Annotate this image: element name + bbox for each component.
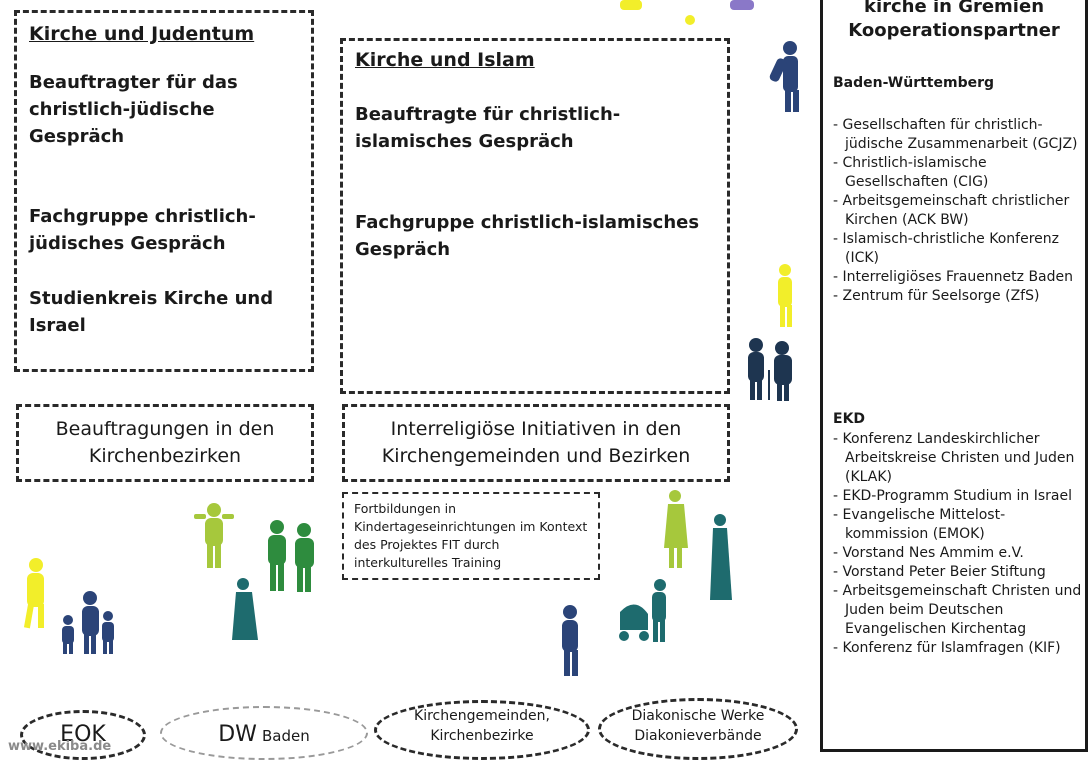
panel-title-line2: Kooperationspartner: [848, 20, 1060, 41]
bw-list: - Gesellschaften für christlich-jüdische…: [833, 116, 1083, 306]
ekd-list-item: - Vorstand Nes Ammim e.V.: [833, 545, 1024, 561]
eok-label: EOK: [60, 722, 106, 747]
fortbildungen-box: Fortbildungen in Kindertageseinrichtunge…: [342, 492, 600, 580]
figure-navy-family: [62, 591, 114, 654]
bw-label: Baden-Württemberg: [833, 75, 995, 91]
footer-url: www.ekiba.de: [8, 739, 112, 754]
dw-ellipse: [160, 706, 368, 760]
panel-title-line1: kirche in Gremien: [863, 0, 1045, 17]
dw-sub: Baden: [262, 727, 310, 745]
dot-yellow: [685, 15, 695, 25]
diakonie-label-wrap: Diakonische Werke Diakonieverbände: [598, 706, 798, 746]
ekd-list: - Konferenz Landeskirchlicher Arbeitskre…: [833, 430, 1083, 658]
bw-list-item: - Islamisch-christliche Konferenz (ICK): [833, 231, 1059, 266]
ekd-list-item: - Arbeitsgemeinschaft Christen und Juden…: [833, 583, 1082, 637]
ekd-list-item: - Evangelische Mittelost-kommission (EMO…: [833, 507, 1006, 542]
initiativen-box: Interreligiöse Initiativen in den Kirche…: [342, 404, 730, 482]
beauftragungen-text: Beauftragungen in den Kirchenbezirken: [55, 418, 275, 467]
judentum-heading: Kirche und Judentum: [29, 23, 255, 45]
bw-list-item: - Arbeitsgemeinschaft christlicher Kirch…: [833, 193, 1070, 228]
bw-list-item: - Interreligiöses Frauennetz Baden: [833, 269, 1074, 285]
initiativen-text: Interreligiöse Initiativen in den Kirche…: [381, 418, 691, 467]
diakonie-line2: Diakonieverbände: [634, 728, 762, 744]
figure-top-violet: [730, 0, 754, 10]
figure-yellow-left: [23, 558, 44, 629]
judentum-beauftragter: Beauftragter für das christlich-jüdische…: [29, 72, 238, 147]
figure-navy-man: [769, 41, 799, 112]
diakonie-line1: Diakonische Werke: [631, 708, 765, 724]
islam-beauftragte: Beauftragte für christlich-islamisches G…: [355, 104, 621, 152]
gemeinden-line1: Kirchengemeinden,: [414, 708, 550, 724]
gemeinden-line2: Kirchenbezirke: [430, 728, 534, 744]
ekd-list-item: - Vorstand Peter Beier Stiftung: [833, 564, 1046, 580]
figure-lime-woman: [664, 490, 688, 568]
figure-teal-stroller: [619, 514, 732, 642]
judentum-studienkreis: Studienkreis Kirche und Israel: [29, 288, 274, 336]
figure-yellow-man: [778, 264, 792, 327]
ekd-label: EKD: [833, 411, 866, 427]
islam-fachgruppe: Fachgruppe christlich-islamisches Gesprä…: [355, 212, 700, 260]
gemeinden-label-wrap: Kirchengemeinden, Kirchenbezirke: [374, 706, 590, 746]
fortbildungen-text: Fortbildungen in Kindertageseinrichtunge…: [354, 501, 588, 570]
beauftragungen-box: Beauftragungen in den Kirchenbezirken: [16, 404, 314, 482]
figure-lime-man: [194, 503, 234, 568]
judentum-fachgruppe: Fachgruppe christlich-jüdisches Gespräch: [29, 206, 256, 254]
figure-green-couple: [268, 520, 314, 592]
ekd-list-item: - Konferenz für Islamfragen (KIF): [833, 640, 1061, 656]
gemeinden-ellipse: [374, 700, 590, 760]
bw-list-item: - Gesellschaften für christlich-jüdische…: [833, 117, 1078, 152]
eok-ellipse: [20, 710, 146, 760]
figure-teal-sitting: [232, 578, 258, 640]
islam-box: Kirche und Islam Beauftragte für christl…: [340, 38, 730, 394]
islam-heading: Kirche und Islam: [355, 49, 535, 71]
bw-list-item: - Christlich-islamische Gesellschaften (…: [833, 155, 989, 190]
bw-list-item: - Zentrum für Seelsorge (ZfS): [833, 288, 1040, 304]
figure-elderly-couple: [748, 338, 792, 401]
judentum-box: Kirche und Judentum Beauftragter für das…: [14, 10, 314, 372]
diakonie-ellipse: [598, 698, 798, 760]
ekd-list-item: - EKD-Programm Studium in Israel: [833, 488, 1072, 504]
kooperationspartner-panel: kirche in Gremien Kooperationspartner Ba…: [820, 0, 1088, 752]
dw-main: DW: [218, 722, 257, 747]
ekd-list-item: - Konferenz Landeskirchlicher Arbeitskre…: [833, 431, 1075, 485]
figure-top-yellow: [620, 0, 642, 10]
dw-label-wrap: DW Baden: [160, 712, 368, 759]
figure-navy-woman: [562, 605, 578, 676]
